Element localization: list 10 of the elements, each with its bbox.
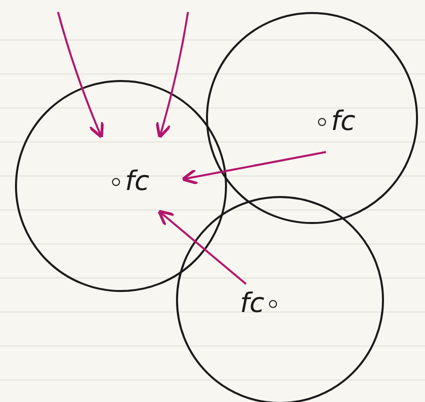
arrow	[155, 12, 189, 139]
circle	[15, 80, 227, 292]
force-label: fc	[240, 290, 264, 317]
arrow	[57, 12, 104, 139]
circle	[206, 12, 418, 224]
circle	[176, 196, 384, 402]
arrow	[158, 210, 247, 285]
force-label: fc	[331, 108, 356, 135]
force-label: fc	[125, 168, 150, 195]
arrow	[181, 151, 326, 185]
